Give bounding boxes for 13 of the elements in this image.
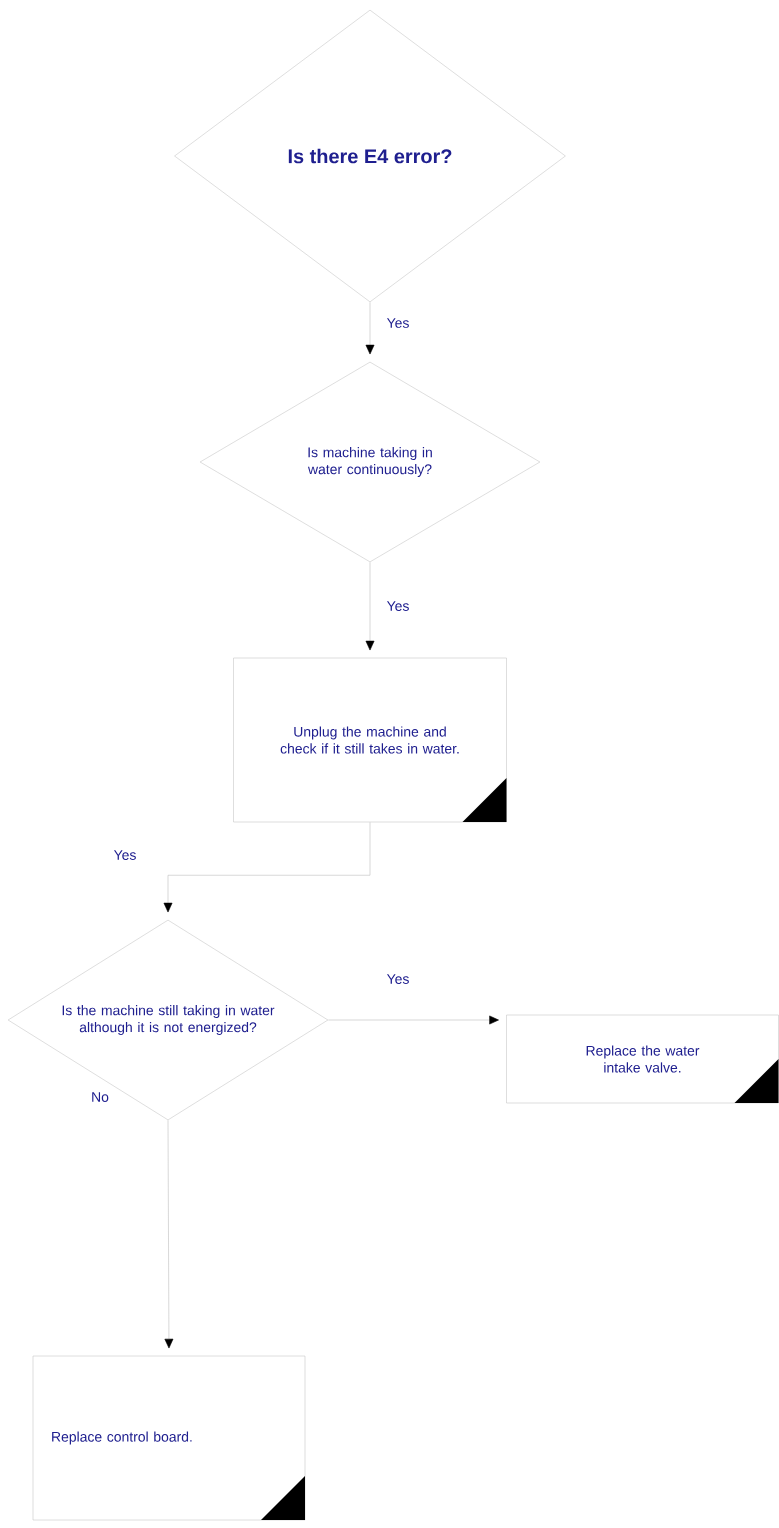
arrow (164, 1119, 174, 1349)
edge-label: Yes (385, 600, 411, 612)
process-box: Replace the water intake valve. (506, 1014, 779, 1104)
arrow (327, 1015, 499, 1025)
edge-label: Yes (385, 317, 411, 329)
arrow (365, 301, 375, 355)
arrow (163, 821, 371, 913)
edge-label: Yes (385, 973, 411, 985)
edge-label: No (90, 1091, 110, 1103)
process-box: Unplug the machine and check if it still takes in water. (233, 657, 507, 823)
process-box: Replace control board. (32, 1355, 306, 1521)
arrow (365, 561, 375, 651)
edge-label: Yes (112, 849, 138, 861)
